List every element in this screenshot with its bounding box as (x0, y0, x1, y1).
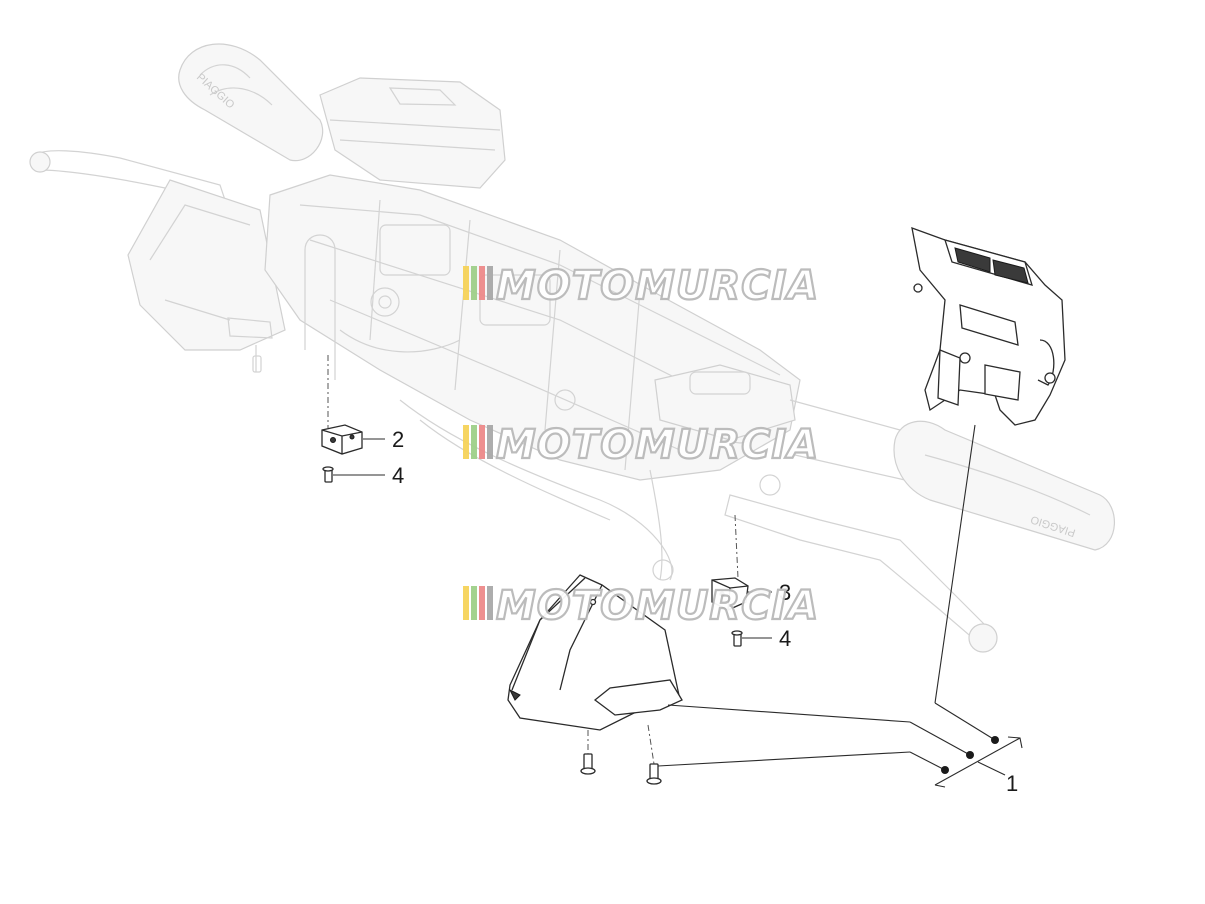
callout-4-right: 4 (779, 626, 791, 651)
watermark-bottom: MOTOMURCIA (463, 582, 819, 630)
brake-switch-left (321, 424, 363, 455)
callout-1: 1 (1006, 771, 1018, 796)
guard-screw-left (580, 753, 596, 775)
hand-guard-shell (507, 574, 683, 731)
guard-screw-right (646, 763, 662, 785)
watermark-middle: MOTOMURCIA (463, 421, 819, 469)
callout-3: 3 (779, 580, 791, 605)
callout-2: 2 (392, 427, 404, 452)
watermark-text-middle: MOTOMURCIA (496, 422, 819, 468)
screw-right (731, 630, 743, 647)
watermark-text-bottom: MOTOMURCIA (496, 583, 819, 629)
right-switch-housing (911, 226, 1066, 426)
handlebar-assembly-ghost: PIAGGIO (29, 43, 1115, 653)
leader-lines (333, 424, 1023, 788)
brake-switch-right (711, 577, 749, 611)
watermark-top: MOTOMURCIA (463, 262, 819, 310)
leader-dots (941, 736, 999, 774)
callout-4-left: 4 (392, 463, 404, 488)
screw-left (322, 466, 334, 483)
watermark-text-top: MOTOMURCIA (496, 263, 819, 309)
